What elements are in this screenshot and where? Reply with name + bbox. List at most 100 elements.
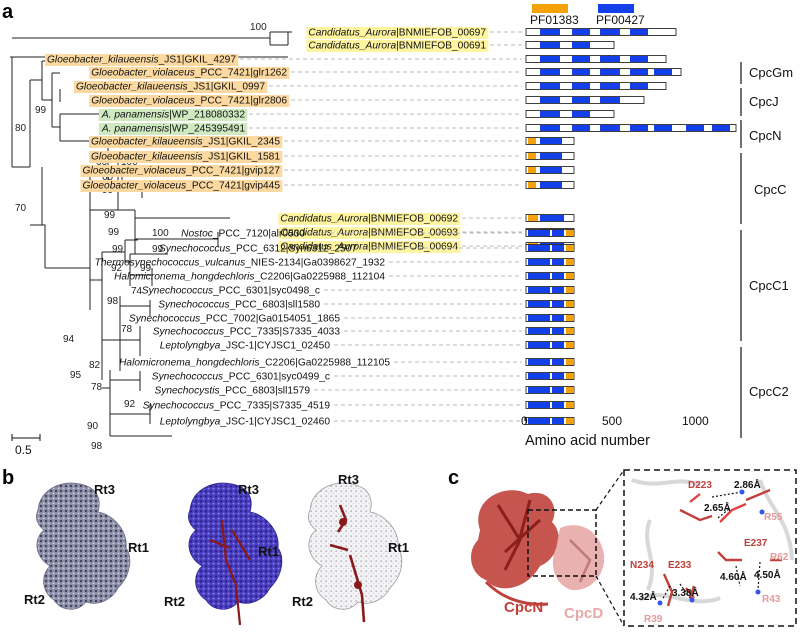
residue-d223: D223 [688,480,712,491]
residue-e237: E237 [744,538,768,549]
svg-text:Gloeobacter_violaceus_PCC_7421: Gloeobacter_violaceus_PCC_7421|gvip127 [83,166,281,177]
leaf-label: Synechococcus_PCC_6301|syc0498_c [142,286,320,297]
rt3-label: Rt3 [338,472,359,487]
bootstrap: 99 [104,210,116,221]
leaf-label: Candidatus_Aurora|BNMIEFOB_00694 [278,241,461,253]
domain-bar [525,417,575,425]
leaf-highlight [80,165,283,177]
leaf-label: Gloeobacter_violaceus_PCC_7421|gvip127 [80,165,283,177]
domain-bar [525,152,575,160]
leaf-highlight [45,54,239,66]
leaf-highlight [89,95,290,107]
bootstrap: 99 [140,263,152,274]
leaf-label: Gloeobacter_kilaueensis_JS1|GKIL_2345 [89,136,283,148]
svg-text:Thermosynechococcus_vulcanus_N: Thermosynechococcus_vulcanus_NIES-2134|G… [95,258,386,269]
cryoem-map-3 [308,482,403,623]
svg-text:Gloeobacter_violaceus_PCC_7421: Gloeobacter_violaceus_PCC_7421|glr1262 [91,68,287,79]
group-cpcn: CpcN [749,128,782,143]
leaf-highlight [278,241,461,253]
rt1-label: Rt1 [258,544,279,559]
svg-text:Gloeobacter_kilaueensis_JS1|GK: Gloeobacter_kilaueensis_JS1|GKIL_1581 [91,152,280,163]
svg-text:Nostoc_PCC_7120|alr0530: Nostoc_PCC_7120|alr0530 [181,229,305,240]
group-cpcc: CpcC [754,182,787,197]
leaf-label: A. panamensis|WP_245395491 [98,123,248,135]
domain-bar [525,110,615,118]
leaf-highlight [306,40,489,52]
domain-bar [525,327,575,335]
leaf-label: Synechococcus_PCC_6312|Syn6312_2507 [159,244,357,255]
svg-text:Synechocystis_PCC_6803|sll1579: Synechocystis_PCC_6803|sll1579 [154,386,310,397]
domain-bar [525,214,575,222]
leaf-label: Candidatus_Aurora|BNMIEFOB_00691 [306,40,489,52]
pf01383-label: PF01383 [530,13,579,27]
domain-bar [525,124,737,132]
bootstrap: 90 [87,421,99,432]
leaf-label: Candidatus_Aurora|BNMIEFOB_00693 [278,227,461,239]
domain-bar [525,229,575,237]
leaf-highlight [74,81,268,93]
svg-text:Synechococcus_PCC_7335|S7335_4: Synechococcus_PCC_7335|S7335_4033 [153,327,341,338]
cpcd-label: CpcD [564,605,603,622]
domain-bar [525,244,575,252]
leaf-label: Leptolyngbya_JSC-1|CYJSC1_02460 [160,417,331,428]
domain-bar [525,28,677,36]
panel-c-letter: c [448,467,459,489]
leaf-label: Gloeobacter_kilaueensis_JS1|GKIL_0997 [74,81,268,93]
cryoem-map-1 [36,482,131,610]
svg-text:A. panamensis|WP_218080332: A. panamensis|WP_218080332 [101,110,245,121]
residue-r43: R43 [762,594,781,605]
bootstrap: 98 [91,441,103,452]
domain-bar [525,386,575,394]
domain-bar [525,341,575,349]
distance-label: 3.38Å [672,586,699,599]
svg-text:Halomicronema_hongdechloris_C2: Halomicronema_hongdechloris_C2206|Ga0225… [119,358,390,369]
bootstrap: 82 [89,360,101,371]
pf00427-swatch [598,4,634,13]
svg-text:Synechococcus_PCC_6301|syc0498: Synechococcus_PCC_6301|syc0498_c [142,286,320,297]
rt2-label: Rt2 [292,594,313,609]
bootstrap: 95 [70,370,82,381]
domain-architecture [525,28,737,425]
leaf-label: Gloeobacter_kilaueensis_JS1|GKIL_1581 [89,151,283,163]
leaf-highlight [98,109,248,121]
domain-bar [525,314,575,322]
leaf-label: Gloeobacter_violaceus_PCC_7421|glr1262 [89,67,290,79]
residue-r39: R39 [644,614,663,625]
domain-bar [525,82,667,90]
rt3-label: Rt3 [238,482,259,497]
svg-text:Synechococcus_PCC_7335|S7335_4: Synechococcus_PCC_7335|S7335_4519 [143,401,331,412]
residue-r55: R55 [764,512,783,523]
bootstrap: 78 [91,382,103,393]
svg-text:Leptolyngbya_JSC-1|CYJSC1_0246: Leptolyngbya_JSC-1|CYJSC1_02460 [160,417,331,428]
distance-label: 4.32Å [630,590,657,603]
svg-text:Gloeobacter_violaceus_PCC_7421: Gloeobacter_violaceus_PCC_7421|glr2806 [91,96,287,107]
rt3-label: Rt3 [94,482,115,497]
svg-text:Synechococcus_PCC_6312|Syn6312: Synechococcus_PCC_6312|Syn6312_2507 [159,244,357,255]
leaf-label: Gloeobacter_violaceus_PCC_7421|glr2806 [89,95,290,107]
svg-text:Candidatus_Aurora|BNMIEFOB_006: Candidatus_Aurora|BNMIEFOB_00691 [308,41,486,52]
residue-e233: E233 [668,560,692,571]
bootstrap: 78 [121,324,133,335]
svg-text:Gloeobacter_kilaueensis_JS1|GK: Gloeobacter_kilaueensis_JS1|GKIL_2345 [91,137,280,148]
distance-label: 4.50Å [754,568,781,581]
svg-text:Synechococcus_PCC_7002|Ga01540: Synechococcus_PCC_7002|Ga0154051_1865 [129,314,340,325]
axis-label: Amino acid number [525,433,650,449]
domain-bar [525,358,575,366]
axis-tick: 0 [521,414,528,428]
rt2-label: Rt2 [164,594,185,609]
aa-axis: 0 500 1000 Amino acid number [521,414,709,449]
bootstrap: 60 [102,172,114,183]
residue-r62: R62 [770,552,789,563]
svg-text:Candidatus_Aurora|BNMIEFOB_006: Candidatus_Aurora|BNMIEFOB_00694 [280,242,458,253]
bootstrap: 70 [15,203,27,214]
bootstrap: 100 [152,228,169,239]
leaf-highlight [80,180,283,192]
rt2-label: Rt2 [24,592,45,607]
bootstrap: 98 [107,296,119,307]
leaf-label: Synechococcus_PCC_7335|S7335_4519 [143,401,331,412]
axis-tick: 1000 [682,414,709,428]
leaf-highlight [306,27,489,39]
zoom-inset [623,469,797,627]
panel-a-letter: a [2,1,14,23]
